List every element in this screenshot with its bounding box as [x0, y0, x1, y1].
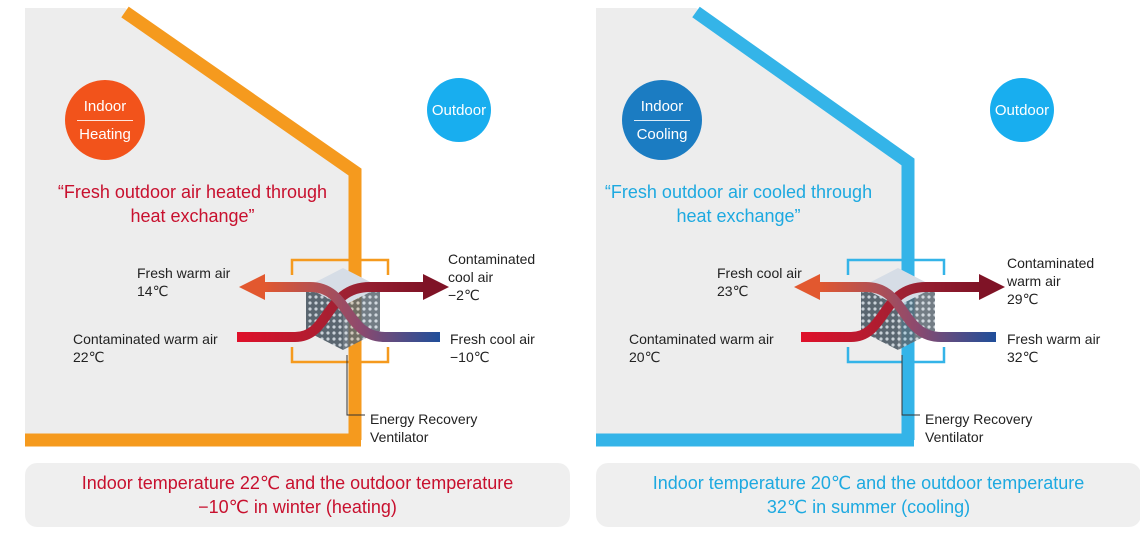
winter-quote: “Fresh outdoor air heated through heat e… [25, 180, 360, 228]
exhaust-arrowhead [979, 274, 1005, 300]
erv-bracket-bottom [846, 347, 946, 364]
supply-label: Fresh cool air 23℃ [717, 264, 802, 300]
supply-arrowhead [794, 274, 820, 300]
summer-house-diagram [596, 6, 1005, 447]
exhaust-arrowhead [423, 274, 449, 300]
supply-label-text: Fresh warm air [137, 265, 231, 281]
exhaust-label: Contaminated warm air 29℃ [1007, 254, 1094, 308]
winter-panel: Indoor Heating Outdoor “Fresh outdoor ai… [25, 0, 570, 537]
exhaust-temp: 29℃ [1007, 291, 1039, 307]
supply-label-text: Fresh cool air [717, 265, 802, 281]
intake-label: Fresh warm air 32℃ [1007, 330, 1100, 366]
roof-and-wall [692, 6, 915, 440]
intake-label-text: Fresh cool air [450, 331, 535, 347]
supply-airflow [818, 282, 996, 342]
erv-bracket-top [290, 258, 390, 275]
exhaust-label-line-2: warm air [1007, 273, 1061, 289]
exhaust-airflow [237, 282, 425, 342]
exhaust-label-line-1: Contaminated [1007, 255, 1095, 271]
summer-footer: Indoor temperature 20℃ and the outdoor t… [596, 463, 1140, 527]
outdoor-badge: Outdoor [990, 78, 1054, 142]
supply-temp: 23℃ [717, 283, 749, 299]
indoor-label: Indoor [83, 97, 127, 115]
summer-panel: Indoor Cooling Outdoor “Fresh outdoor ai… [596, 0, 1140, 537]
return-label-text: Contaminated warm air [73, 331, 218, 347]
outdoor-label: Outdoor [994, 101, 1050, 119]
indoor-cooling-badge: Indoor Cooling [622, 80, 702, 160]
supply-airflow [263, 282, 440, 342]
roof-and-wall [121, 6, 362, 440]
indoor-heating-badge: Indoor Heating [65, 80, 145, 160]
summer-quote: “Fresh outdoor air cooled through heat e… [596, 180, 881, 228]
exhaust-label-line-2: cool air [448, 269, 494, 285]
supply-label: Fresh warm air 14℃ [137, 264, 230, 300]
footer-line-1: Indoor temperature 20℃ and the outdoor t… [652, 473, 1085, 493]
return-temp: 22℃ [73, 349, 105, 365]
erv-leader-line [346, 355, 365, 416]
intake-label-text: Fresh warm air [1007, 331, 1101, 347]
outdoor-label: Outdoor [431, 101, 487, 119]
return-temp: 20℃ [629, 349, 661, 365]
erv-bracket-bottom [290, 347, 390, 364]
indoor-label: Indoor [640, 97, 684, 115]
quote-line-1: “Fresh outdoor air heated through [57, 182, 328, 202]
exhaust-temp: −2℃ [448, 287, 480, 303]
quote-line-1: “Fresh outdoor air cooled through [604, 182, 873, 202]
erv-label: Energy Recovery Ventilator [370, 410, 477, 446]
footer-line-2: 32℃ in summer (cooling) [766, 497, 971, 517]
winter-house-diagram [25, 6, 449, 447]
erv-label-line-2: Ventilator [925, 429, 984, 445]
return-label: Contaminated warm air 20℃ [629, 330, 774, 366]
mode-label: Heating [79, 125, 131, 143]
quote-line-2: heat exchange” [130, 206, 255, 226]
footer-line-1: Indoor temperature 22℃ and the outdoor t… [81, 473, 514, 493]
intake-temp: −10℃ [450, 349, 490, 365]
supply-temp: 14℃ [137, 283, 169, 299]
erv-bracket-top [846, 258, 946, 275]
exhaust-label-line-1: Contaminated [448, 251, 536, 267]
return-label: Contaminated warm air 22℃ [73, 330, 218, 366]
winter-footer: Indoor temperature 22℃ and the outdoor t… [25, 463, 570, 527]
erv-leader-line [901, 355, 920, 416]
return-label-text: Contaminated warm air [629, 331, 774, 347]
outdoor-badge: Outdoor [427, 78, 491, 142]
exhaust-label: Contaminated cool air −2℃ [448, 250, 535, 304]
badge-divider [634, 119, 690, 121]
erv-label-line-1: Energy Recovery [925, 411, 1033, 427]
intake-temp: 32℃ [1007, 349, 1039, 365]
supply-arrowhead [239, 274, 265, 300]
quote-line-2: heat exchange” [676, 206, 801, 226]
badge-divider [77, 119, 133, 121]
intake-label: Fresh cool air −10℃ [450, 330, 535, 366]
mode-label: Cooling [636, 125, 688, 143]
footer-line-2: −10℃ in winter (heating) [198, 497, 397, 517]
erv-label-line-1: Energy Recovery [370, 411, 478, 427]
erv-label-line-2: Ventilator [370, 429, 429, 445]
erv-label: Energy Recovery Ventilator [925, 410, 1032, 446]
exhaust-airflow [801, 282, 981, 342]
